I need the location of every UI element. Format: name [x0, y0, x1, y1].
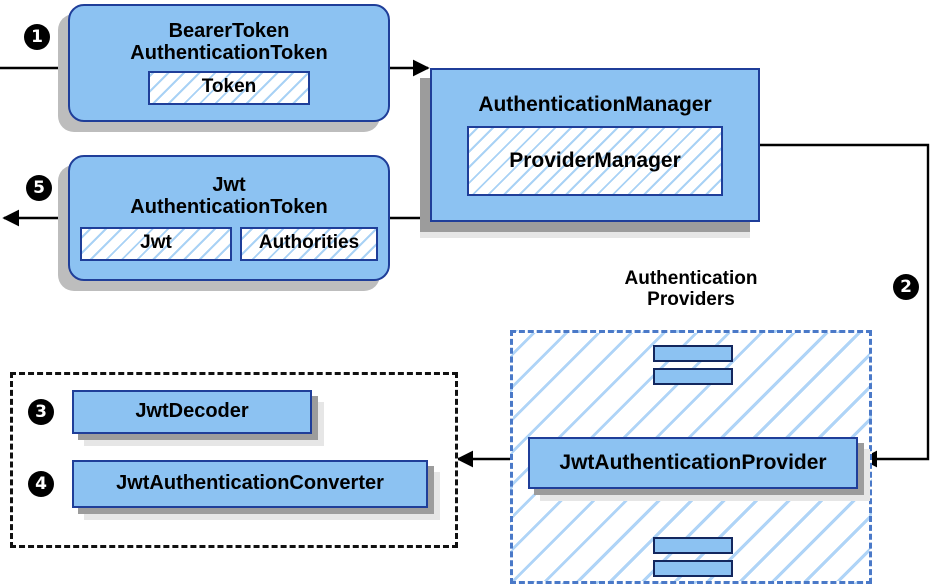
- authentication-manager-box[interactable]: AuthenticationManager ProviderManager: [430, 68, 760, 222]
- authentication-providers-caption: Authentication Providers: [586, 268, 796, 311]
- providers-caption-line2: Providers: [647, 289, 735, 311]
- jwt-token-field-authorities-label: Authorities: [258, 232, 360, 254]
- badge-5: 5: [26, 175, 52, 201]
- jwt-token-title-line2: AuthenticationToken: [130, 196, 328, 218]
- badge-1-number: 1: [31, 26, 43, 47]
- bearer-token-title-line1: BearerToken: [168, 20, 290, 43]
- bearer-token-authentication-token-box[interactable]: BearerToken AuthenticationToken Token: [68, 4, 390, 122]
- badge-2-number: 2: [900, 276, 912, 297]
- jwt-token-field-jwt: Jwt: [80, 226, 232, 261]
- providers-caption-line1: Authentication: [624, 268, 758, 289]
- bearer-token-field-token: Token: [148, 70, 310, 105]
- jwt-authentication-provider-label: JwtAuthenticationProvider: [559, 450, 827, 474]
- badge-3-number: 3: [35, 401, 47, 422]
- jwt-authentication-provider-box[interactable]: JwtAuthenticationProvider: [528, 437, 858, 489]
- connector-manager-to-provider: [760, 143, 930, 468]
- badge-2: 2: [893, 274, 919, 300]
- jwt-token-title-line1: Jwt: [212, 174, 246, 197]
- badge-4: 4: [28, 471, 54, 497]
- jwt-token-field-jwt-label: Jwt: [140, 232, 172, 254]
- provider-bar-bottom-2: [653, 560, 733, 577]
- jwt-authentication-token-box[interactable]: Jwt AuthenticationToken Jwt Authorities: [68, 155, 390, 281]
- jwt-token-field-authorities: Authorities: [240, 226, 378, 261]
- badge-1: 1: [24, 24, 50, 50]
- badge-4-number: 4: [35, 473, 47, 494]
- bearer-token-title-line2: AuthenticationToken: [130, 42, 328, 64]
- jwt-decoder-box[interactable]: JwtDecoder: [72, 390, 312, 434]
- provider-manager-label: ProviderManager: [509, 148, 681, 172]
- authentication-manager-title: AuthenticationManager: [478, 92, 712, 116]
- jwt-decoder-label: JwtDecoder: [135, 400, 249, 423]
- provider-bar-top-1: [653, 345, 733, 362]
- badge-5-number: 5: [33, 177, 45, 198]
- badge-3: 3: [28, 399, 54, 425]
- bearer-token-field-token-label: Token: [201, 76, 257, 98]
- provider-manager-inner-box: ProviderManager: [467, 126, 723, 197]
- provider-bar-bottom-1: [653, 537, 733, 554]
- provider-bar-top-2: [653, 368, 733, 385]
- jwt-authentication-converter-box[interactable]: JwtAuthenticationConverter: [72, 460, 428, 508]
- jwt-authentication-converter-label: JwtAuthenticationConverter: [116, 472, 384, 495]
